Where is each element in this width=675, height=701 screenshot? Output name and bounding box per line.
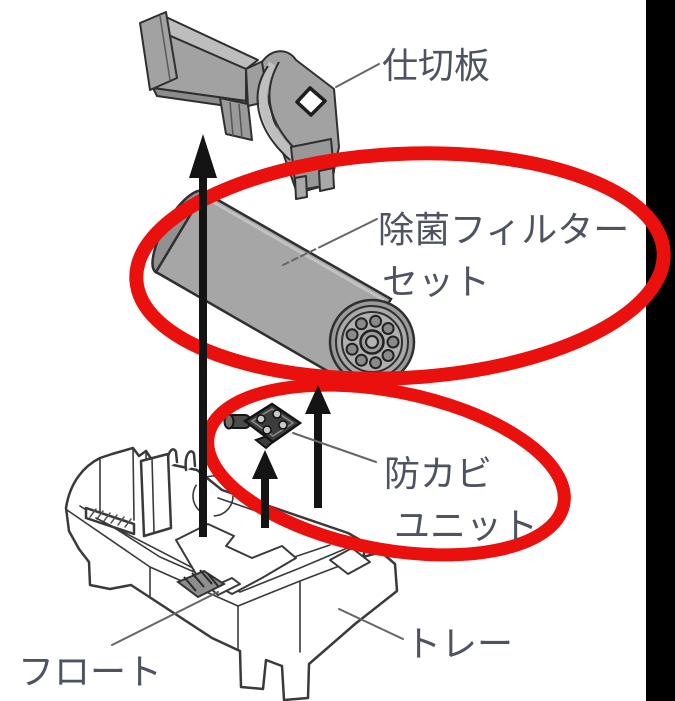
label-float: フロート: [18, 651, 162, 692]
label-filter-line1: 除菌フィルター: [378, 209, 629, 250]
leader-lines: [111, 63, 404, 646]
highlight-ellipse-antimold: [201, 378, 571, 562]
filter-cylinder-part: [151, 189, 416, 386]
black-edge-bar: [646, 0, 675, 701]
leader-tray: [338, 608, 404, 640]
label-partition-plate: 仕切板: [382, 45, 490, 86]
label-antimold-line2: ユニット: [394, 505, 538, 546]
label-filter-line2: セット: [382, 261, 490, 302]
part-labels: 仕切板 除菌フィルター セット 防カビ ユニット フロート トレー: [18, 45, 629, 692]
leader-float: [111, 591, 219, 646]
label-tray: トレー: [405, 623, 513, 664]
leader-filter-dashed: [282, 246, 321, 266]
highlight-ellipse-filter: [129, 146, 671, 386]
assembly-arrows: [189, 134, 331, 537]
leader-partition-plate: [335, 63, 380, 88]
label-antimold-line1: 防カビ: [384, 453, 492, 494]
antimold-unit-part: [223, 402, 303, 450]
arrow-up-short: [252, 450, 278, 528]
arrow-up-long: [189, 134, 217, 537]
filter-end-cap: [328, 298, 416, 386]
float-part: [176, 569, 227, 599]
arrow-up-medium: [305, 385, 331, 508]
leader-filter: [319, 218, 378, 248]
leader-antimold: [292, 432, 377, 463]
